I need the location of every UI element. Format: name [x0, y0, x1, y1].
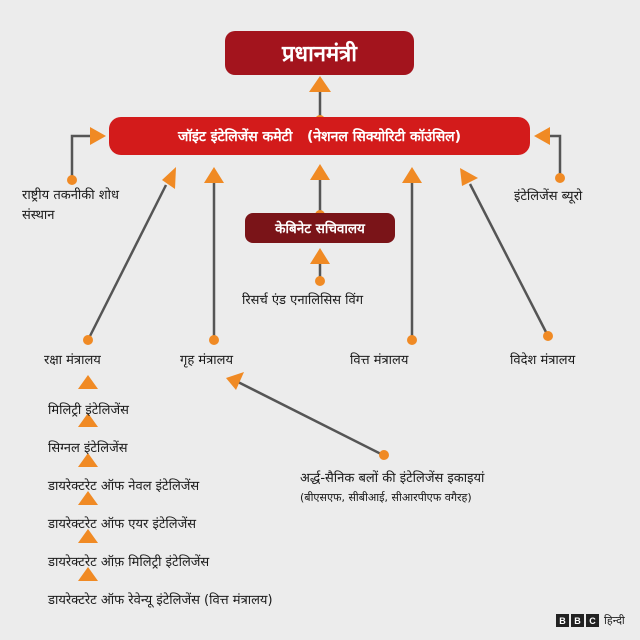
external-affairs-ministry-label: विदेश मंत्रालय [510, 353, 576, 368]
external-arrowhead [460, 168, 478, 186]
bbc-hindi-logo: B B C हिन्दी [556, 613, 625, 628]
cabinet-secretariat-label: केबिनेट सचिवालय [275, 221, 365, 237]
chain-arrow-5 [78, 529, 98, 543]
cabinet-secretariat-box: केबिनेट सचिवालय [245, 213, 395, 243]
finance-ministry-label: वित्त मंत्रालय [350, 353, 409, 368]
joint-intelligence-committee-box: जॉइंट इंटेलिजेंस कमेटी (नेशनल सिक्योरिटी… [109, 117, 530, 155]
ib-to-jic-line [548, 134, 562, 178]
defence-to-jic-line [86, 184, 168, 341]
chain-arrow-1 [78, 375, 98, 389]
finance-dot [407, 335, 417, 345]
finance-arrowhead [402, 167, 422, 183]
ib-dot [555, 173, 565, 183]
chain-arrow-4 [78, 491, 98, 505]
ib-arrowhead [534, 127, 550, 145]
paramilitary-to-home-line [237, 380, 384, 457]
cabinet-arrowhead-up [310, 164, 330, 180]
paramilitary-intelligence-label: अर्द्ध-सैनिक बलों की इंटेलिजेंस इकाइयां [300, 471, 485, 486]
raw-dot [315, 276, 325, 286]
raw-label: रिसर्च एंड एनालिसिस विंग [242, 293, 364, 308]
home-from-paramilitary-arrowhead [226, 372, 244, 390]
home-dot [209, 335, 219, 345]
external-to-jic-line [468, 183, 550, 337]
raw-arrowhead-up [310, 248, 330, 264]
pm-arrowhead [309, 76, 331, 92]
external-dot [543, 331, 553, 341]
chain-arrow-3 [78, 453, 98, 467]
defence-ministry-label: रक्षा मंत्रालय [44, 353, 101, 368]
defence-dot [83, 335, 93, 345]
bbc-logo-letter-c: C [586, 614, 599, 627]
ntro-label: राष्ट्रीय तकनीकी शोध संस्थान [22, 188, 119, 223]
ntro-arrowhead [90, 127, 106, 145]
directorate-military-intelligence-label: डायरेक्टरेट ऑफ़ मिलिट्री इंटेलिजेंस [48, 555, 210, 570]
home-ministry-label: गृह मंत्रालय [180, 353, 234, 368]
paramilitary-examples-label: (बीएसएफ, सीबीआई, सीआरपीएफ वगैरह) [300, 491, 472, 504]
bbc-hindi-label: हिन्दी [604, 614, 625, 627]
air-intelligence-label: डायरेक्टरेट ऑफ एयर इंटेलिजेंस [48, 517, 197, 532]
joint-intelligence-committee-label: जॉइंट इंटेलिजेंस कमेटी (नेशनल सिक्योरिटी… [177, 128, 462, 145]
ntro-to-jic-line [70, 134, 92, 180]
chain-arrow-6 [78, 567, 98, 581]
naval-intelligence-label: डायरेक्टरेट ऑफ नेवल इंटेलिजेंस [48, 479, 200, 494]
ntro-dot [67, 175, 77, 185]
paramilitary-dot [379, 450, 389, 460]
intelligence-bureau-label: इंटेलिजेंस ब्यूरो [514, 189, 583, 204]
military-intelligence-label: मिलिट्री इंटेलिजेंस [48, 403, 129, 418]
defence-arrowhead [162, 167, 176, 189]
chain-arrow-2 [78, 413, 98, 427]
prime-minister-box: प्रधानमंत्री [225, 31, 414, 75]
prime-minister-label: प्रधानमंत्री [282, 42, 357, 67]
revenue-intelligence-label: डायरेक्टरेट ऑफ रेवेन्यू इंटेलिजेंस (वित्… [48, 593, 273, 608]
bbc-logo-letter-b1: B [556, 614, 569, 627]
bbc-logo-letter-b2: B [571, 614, 584, 627]
home-arrowhead [204, 167, 224, 183]
signal-intelligence-label: सिग्नल इंटेलिजेंस [48, 441, 128, 456]
